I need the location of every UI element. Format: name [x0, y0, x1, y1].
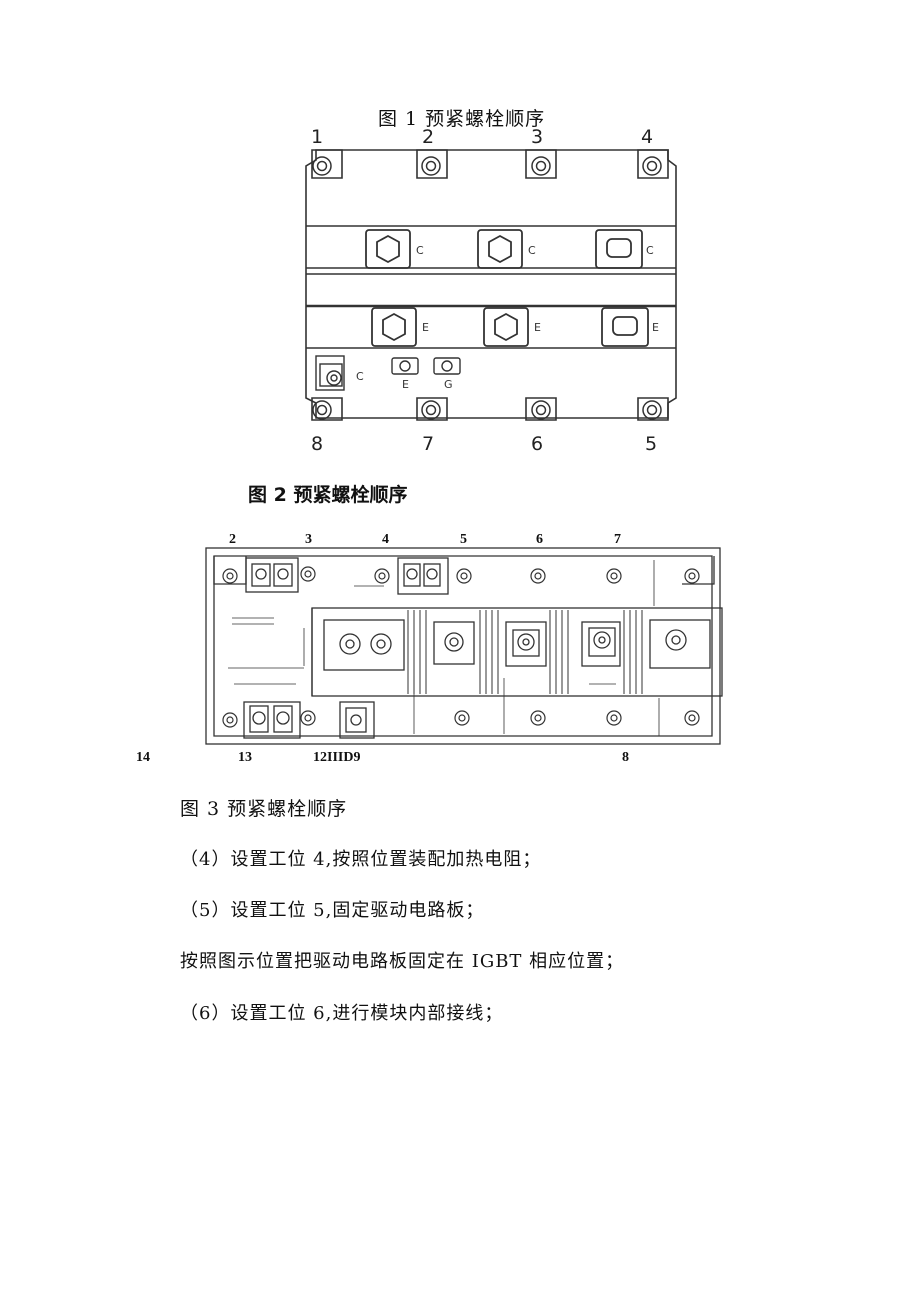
figure1-caption: 图 1 预紧螺栓顺序	[378, 108, 546, 130]
figure1-label-e: E	[422, 321, 429, 334]
figure1-bolt-number: 8	[311, 433, 324, 455]
figure2-module-diagram	[205, 547, 723, 745]
paragraph: （4）设置工位 4,按照位置装配加热电阻；	[180, 849, 542, 870]
figure1-label-e: E	[534, 321, 541, 334]
figure2-bolt-number: 7	[614, 532, 621, 547]
figure1-label-c: C	[416, 244, 424, 257]
figure1-bolt-number: 2	[422, 126, 435, 148]
figure2-caption: 图 2 预紧螺栓顺序	[248, 484, 408, 506]
paragraph: （6）设置工位 6,进行模块内部接线；	[180, 1003, 504, 1024]
paragraph: （5）设置工位 5,固定驱动电路板；	[180, 900, 485, 921]
figure2-bolt-number: 4	[382, 532, 389, 547]
figure2-bolt-number: 5	[460, 532, 467, 547]
figure1-label-g: G	[444, 378, 453, 391]
figure1-bolt-number: 4	[641, 126, 654, 148]
figure1-bolt-number: 6	[531, 433, 544, 455]
figure1-bolt-number: 5	[645, 433, 658, 455]
paragraph: 按照图示位置把驱动电路板固定在 IGBT 相应位置；	[180, 951, 625, 972]
figure1-label-c: C	[528, 244, 536, 257]
figure2-bolt-number: 6	[536, 532, 543, 547]
figure2-bolt-number: 14	[136, 750, 150, 765]
figure1-bolt-number: 1	[311, 126, 324, 148]
figure1-label-c: C	[356, 370, 364, 383]
figure2-bolt-number: 12IIID9	[313, 750, 361, 765]
figure1-label-c: C	[646, 244, 654, 257]
figure1-label-e: E	[402, 378, 409, 391]
figure2-bolt-number: 8	[622, 750, 629, 765]
figure2-bolt-number: 13	[238, 750, 252, 765]
figure2-bolt-number: 2	[229, 532, 236, 547]
figure1-label-e: E	[652, 321, 659, 334]
figure1-bolt-number: 3	[531, 126, 544, 148]
figure2-bolt-number: 3	[305, 532, 312, 547]
figure3-caption: 图 3 预紧螺栓顺序	[180, 798, 348, 820]
figure1-bolt-number: 7	[422, 433, 435, 455]
figure1-module-diagram: C C C E E E C E G	[305, 149, 677, 421]
